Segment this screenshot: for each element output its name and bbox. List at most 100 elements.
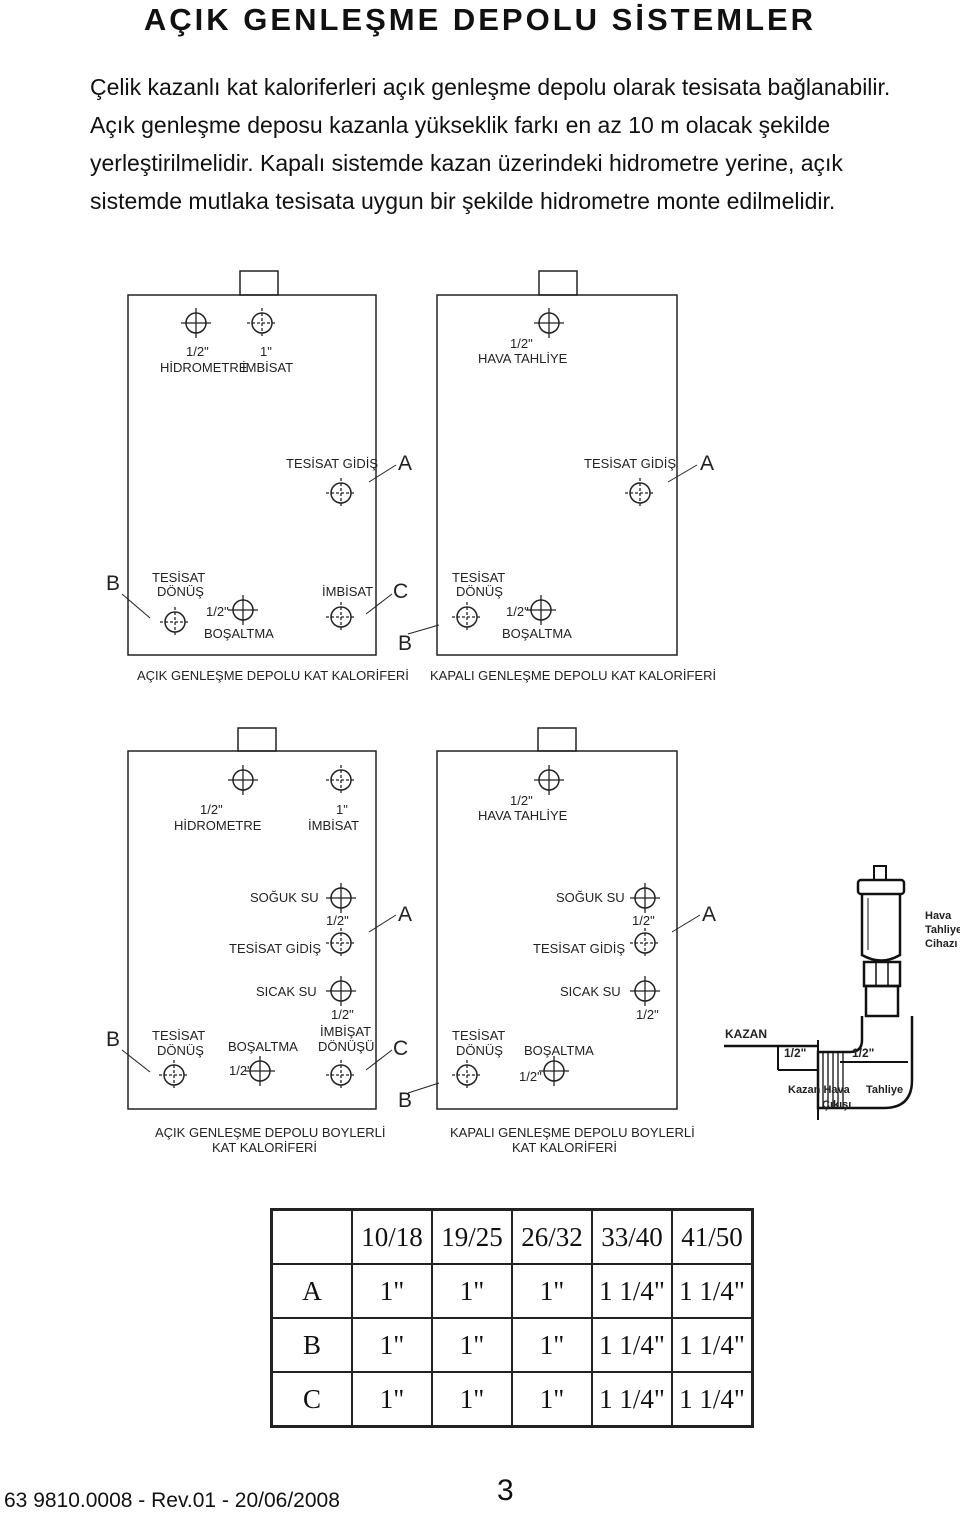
- size-label: 1/2": [206, 604, 229, 619]
- table-header-cell: 33/40: [591, 1208, 673, 1265]
- boiler-closed-1: 1/2" HAVA TAHLİYE TESİSAT GİDİŞ A TESİSA…: [398, 270, 716, 683]
- table-cell: 1": [431, 1371, 513, 1428]
- table-cell: 1 1/4": [591, 1371, 673, 1428]
- intro-line: Açık genleşme deposu kazanla yükseklik f…: [90, 112, 831, 138]
- label-tesisat-gidis: TESİSAT GİDİŞ: [229, 941, 321, 956]
- label-kazan: KAZAN: [725, 1027, 767, 1041]
- size-label: 1/2": [200, 802, 223, 817]
- label-cihazi: Cihazı: [925, 938, 957, 950]
- table-header-cell: 26/32: [511, 1208, 593, 1265]
- label-imbisat-donusu: DÖNÜŞÜ: [318, 1039, 374, 1054]
- label-hava-tahliye: HAVA TAHLİYE: [478, 808, 568, 823]
- caption-open: AÇIK GENLEŞME DEPOLU KAT KALORİFERİ: [137, 668, 409, 683]
- table-cell: 1": [351, 1317, 433, 1373]
- letter-a: A: [700, 452, 714, 475]
- label-tesisat: TESİSAT: [452, 1028, 505, 1043]
- label-bosaltma: BOŞALTMA: [204, 626, 274, 641]
- label-bosaltma: BOŞALTMA: [502, 626, 572, 641]
- table-header-cell: 41/50: [671, 1208, 754, 1265]
- doc-code: 63 9810.0008 - Rev.01 - 20/06/2008: [4, 1489, 340, 1512]
- label-sicak-su: SICAK SU: [256, 984, 317, 999]
- table-header-row: 10/18 19/25 26/32 33/40 41/50: [270, 1208, 754, 1265]
- table-corner: [270, 1208, 353, 1265]
- label-tahliye: Tahliye: [925, 924, 960, 936]
- table-row: A 1" 1" 1" 1 1/4" 1 1/4": [270, 1263, 754, 1319]
- table-row: C 1" 1" 1" 1 1/4" 1 1/4": [270, 1371, 754, 1428]
- label-sicak-su: SICAK SU: [560, 984, 621, 999]
- size-label: 1": [336, 802, 348, 817]
- table-cell: 1": [511, 1371, 593, 1428]
- label-imbisat: İMBİSAT: [322, 584, 373, 599]
- label-tesisat: TESİSAT: [152, 1028, 205, 1043]
- table-cell: 1": [351, 1371, 433, 1428]
- label-hidrometre: HİDROMETRE: [174, 818, 262, 833]
- letter-b: B: [106, 572, 120, 595]
- label-hava-tahliye: HAVA TAHLİYE: [478, 351, 568, 366]
- label-imbisat: İMBİSAT: [242, 360, 293, 375]
- size-label: 1/2": [632, 913, 655, 928]
- table-cell: 1 1/4": [591, 1263, 673, 1319]
- letter-c: C: [393, 580, 408, 603]
- label-soguk-su: SOĞUK SU: [250, 890, 319, 905]
- size-label: 1/2": [229, 1063, 252, 1078]
- label-tesisat-gidis: TESİSAT GİDİŞ: [286, 456, 378, 471]
- label-hava: Hava: [925, 910, 952, 922]
- table-cell: 1": [431, 1317, 513, 1373]
- table-cell: 1": [431, 1263, 513, 1319]
- table-row-label: C: [270, 1371, 353, 1428]
- label-bosaltma: BOŞALTMA: [524, 1043, 594, 1058]
- letter-c: C: [393, 1037, 408, 1060]
- intro-line: Çelik kazanlı kat kaloriferleri açık gen…: [90, 74, 891, 100]
- table-cell: 1": [511, 1317, 593, 1373]
- caption-open-boylerli: KAT KALORİFERİ: [212, 1140, 317, 1155]
- size-label: 1/2": [510, 336, 533, 351]
- page-number: 3: [497, 1474, 514, 1507]
- label-donus: DÖNÜŞ: [157, 584, 204, 599]
- size-label: 1/2": [852, 1046, 874, 1060]
- caption-closed-boylerli: KAPALI GENLEŞME DEPOLU BOYLERLİ: [450, 1125, 695, 1140]
- label-donus: DÖNÜŞ: [157, 1043, 204, 1058]
- letter-a: A: [702, 903, 716, 926]
- label-donus: DÖNÜŞ: [456, 1043, 503, 1058]
- pipe-size-table: 10/18 19/25 26/32 33/40 41/50 A 1" 1" 1"…: [270, 1208, 754, 1428]
- label-tahliye: Tahliye: [866, 1084, 903, 1096]
- letter-a: A: [398, 903, 412, 926]
- label-cikisi: Çıkışı: [822, 1099, 851, 1111]
- table-cell: 1 1/4": [591, 1317, 673, 1373]
- table-row-label: A: [270, 1263, 353, 1319]
- table-header-cell: 19/25: [431, 1208, 513, 1265]
- boiler-open-1: 1/2" 1" HİDROMETRE İMBİSAT TESİSAT GİDİŞ…: [106, 270, 412, 683]
- label-tesisat: TESİSAT: [452, 570, 505, 585]
- table-cell: 1 1/4": [671, 1317, 754, 1373]
- air-vent-detail: Hava Tahliye Cihazı KAZAN 1/2" 1/2" Kaza…: [724, 865, 960, 1120]
- label-tesisat: TESİSAT: [152, 570, 205, 585]
- caption-open-boylerli: AÇIK GENLEŞME DEPOLU BOYLERLİ: [155, 1125, 385, 1140]
- table-cell: 1": [351, 1263, 433, 1319]
- size-label: 1/2": [331, 1007, 354, 1022]
- label-kazan-hava: Kazan Hava: [788, 1084, 851, 1096]
- label-bosaltma: BOŞALTMA: [228, 1039, 298, 1054]
- boiler-diagrams: 1/2" 1" HİDROMETRE İMBİSAT TESİSAT GİDİŞ…: [106, 270, 960, 1155]
- label-tesisat-gidis: TESİSAT GİDİŞ: [533, 941, 625, 956]
- table-row-label: B: [270, 1317, 353, 1373]
- label-hidrometre: HİDROMETRE: [160, 360, 248, 375]
- size-label: 1/2": [186, 344, 209, 359]
- table-cell: 1 1/4": [671, 1263, 754, 1319]
- boiler-closed-2: 1/2" HAVA TAHLİYE SOĞUK SU 1/2" TESİSAT …: [398, 727, 716, 1155]
- caption-closed-boylerli: KAT KALORİFERİ: [512, 1140, 617, 1155]
- label-soguk-su: SOĞUK SU: [556, 890, 625, 905]
- intro-line: yerleştirilmelidir. Kapalı sistemde kaza…: [90, 150, 843, 176]
- size-label: 1/2": [510, 793, 533, 808]
- letter-b: B: [398, 632, 412, 655]
- boiler-open-2: 1/2" HİDROMETRE 1" İMBİSAT SOĞUK SU 1/2"…: [106, 727, 412, 1155]
- label-tesisat-gidis: TESİSAT GİDİŞ: [584, 456, 676, 471]
- intro-paragraph: Çelik kazanlı kat kaloriferleri açık gen…: [90, 68, 950, 220]
- size-label: 1/2": [636, 1007, 659, 1022]
- label-donus: DÖNÜŞ: [456, 584, 503, 599]
- label-imbisat-donusu: İMBİŞAT: [320, 1024, 371, 1039]
- letter-a: A: [398, 452, 412, 475]
- intro-line: sistemde mutlaka tesisata uygun bir şeki…: [90, 188, 836, 214]
- table-header-cell: 10/18: [351, 1208, 433, 1265]
- size-label: 1/2": [784, 1046, 806, 1060]
- table-cell: 1 1/4": [671, 1371, 754, 1428]
